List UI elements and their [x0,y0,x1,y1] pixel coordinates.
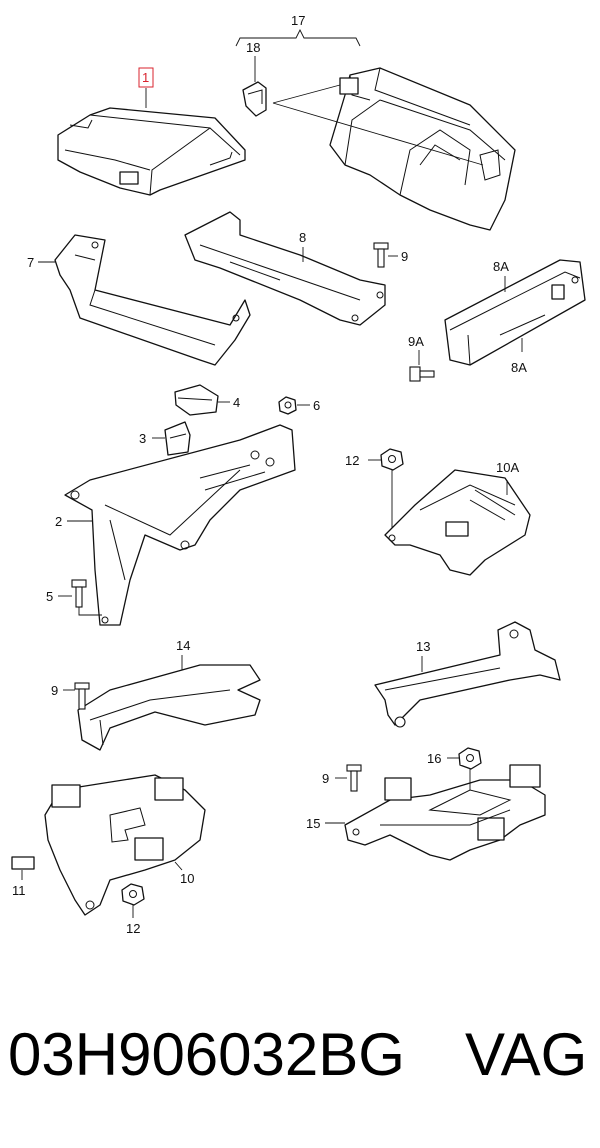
part-10-base-plate [44,774,206,916]
callout-7: 7 [27,255,34,270]
part-9-screw-left [74,682,90,710]
part-8-bracket [184,211,386,326]
callout-12-top: 12 [345,453,359,468]
part-3-clip [164,421,191,456]
brand-label: VAG [465,1021,588,1088]
part-12-nut-top [380,448,404,471]
part-7-bracket [54,234,251,366]
part-18-clip [242,81,267,117]
callout-1-box [138,67,154,88]
callout-5: 5 [46,589,53,604]
part-4-clip [174,384,219,416]
callout-18: 18 [246,40,260,55]
part-9-screw-right [346,764,362,792]
callout-2: 2 [55,514,62,529]
callout-14: 14 [176,638,190,653]
part-5-screw [71,579,87,608]
callout-6: 6 [313,398,320,413]
callout-8a-bottom: 8A [511,360,527,375]
part-8a-module [444,259,586,366]
callout-4: 4 [233,395,240,410]
part-16-nut [458,747,482,770]
part-6-nut [278,396,297,415]
callout-12-bottom: 12 [126,921,140,936]
callout-10: 10 [180,871,194,886]
part-2-bracket [64,424,296,626]
part-9-screw-top [373,242,389,268]
callout-17: 17 [291,13,305,28]
part-10a-tray [384,469,531,576]
callout-16: 16 [427,751,441,766]
callout-9-top: 9 [401,249,408,264]
part-12-nut-bottom [121,883,145,906]
callout-9-left: 9 [51,683,58,698]
part-9a-screw [409,366,435,382]
callout-15: 15 [306,816,320,831]
footer: 03H906032BG VAG [0,1010,600,1130]
callout-13: 13 [416,639,430,654]
callout-1: 1 [142,70,149,85]
part-11-pad [11,856,35,870]
callout-9-right: 9 [322,771,329,786]
callout-11: 11 [12,883,26,898]
part-15-bracket [344,764,546,861]
part-1-control-unit [57,107,246,196]
exploded-parts-diagram: 17 18 1 7 8 9 [11,13,586,936]
part-13-bracket [374,621,561,728]
callout-10a: 10A [496,460,519,475]
callout-8: 8 [299,230,306,245]
callout-9a: 9A [408,334,424,349]
callout-3: 3 [139,431,146,446]
part-14-shield [77,664,261,751]
part-number: 03H906032BG [8,1021,405,1088]
part-17-cover [329,67,516,231]
callout-8a-top: 8A [493,259,509,274]
